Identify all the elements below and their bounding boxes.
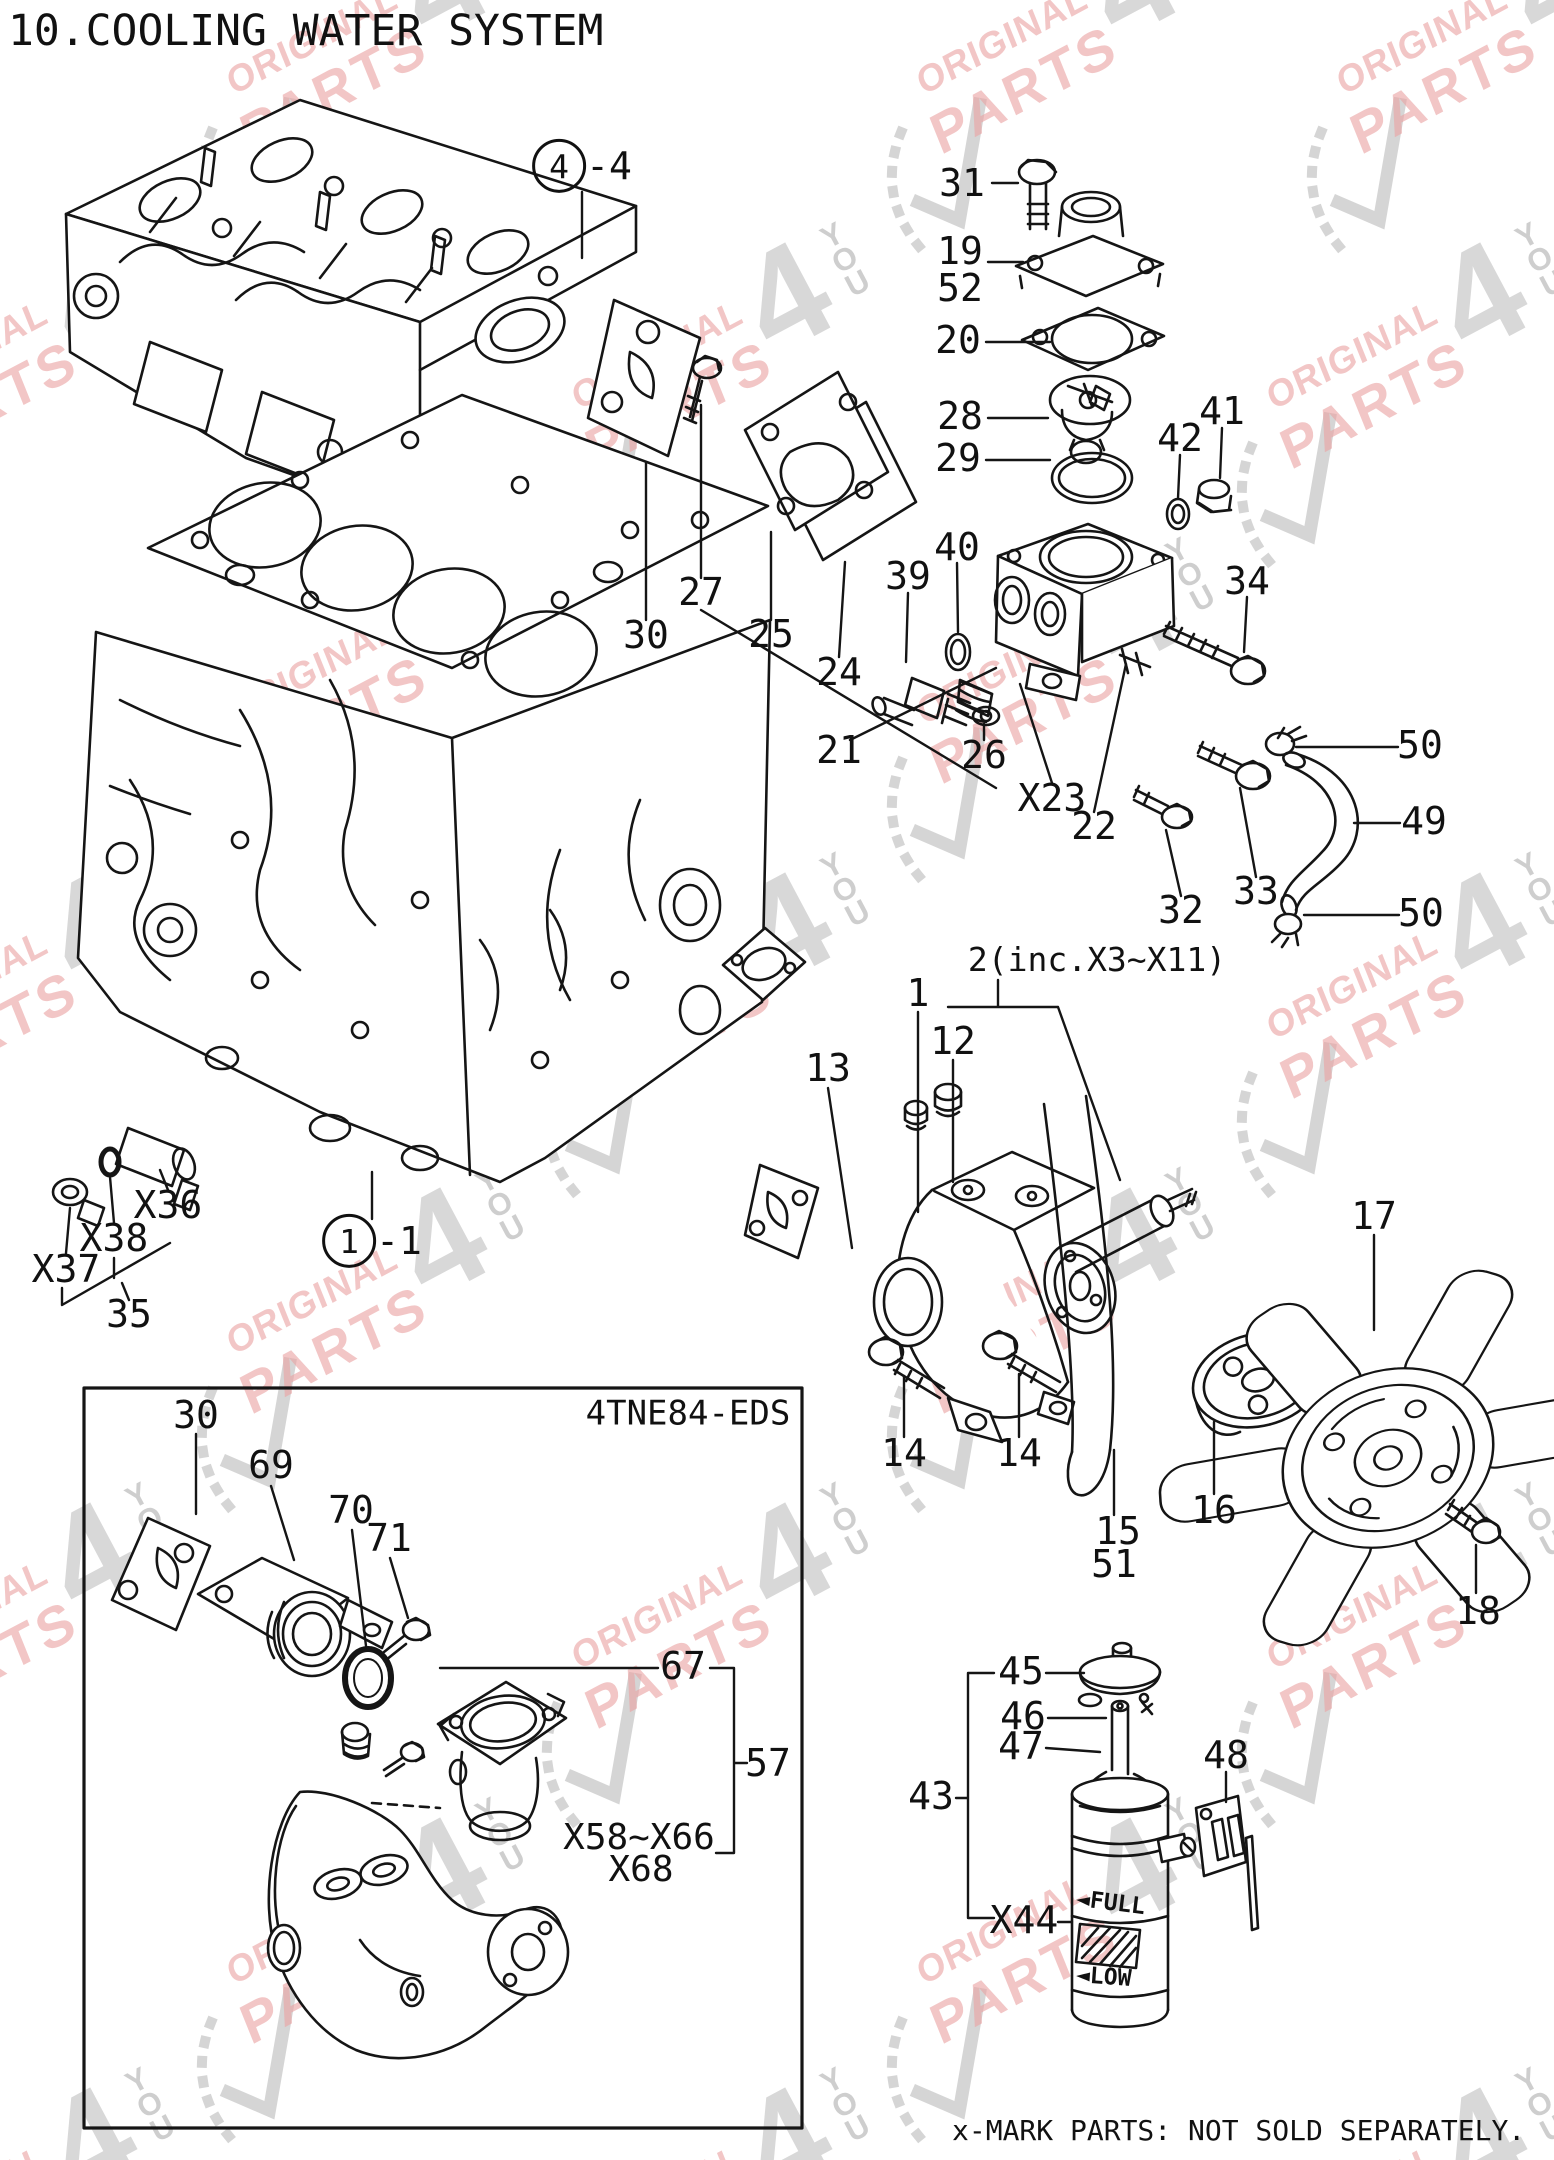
inset-box-art bbox=[82, 1386, 804, 2130]
gasket-13-art bbox=[743, 1163, 820, 1260]
fan-17-art bbox=[1158, 1269, 1554, 1647]
water-pump-art bbox=[872, 1150, 1198, 1444]
bolt-18-art bbox=[1444, 1498, 1502, 1545]
plate-25-24-art bbox=[743, 370, 918, 562]
reservoir-art bbox=[1070, 1641, 1197, 2029]
thermostat-stack-art bbox=[871, 158, 1359, 949]
cylinder-head-art bbox=[64, 98, 638, 484]
plug-grommet-art bbox=[903, 1082, 963, 1131]
v-belt-art bbox=[1042, 1094, 1115, 1497]
x36-x38-x37-art bbox=[51, 1126, 200, 1228]
small-gasket-art bbox=[721, 926, 807, 1002]
gasket-30-art bbox=[586, 298, 702, 458]
engine-block-art bbox=[76, 618, 772, 1184]
bolt-27-art bbox=[682, 354, 723, 425]
bracket-48-art bbox=[1194, 1794, 1260, 1932]
